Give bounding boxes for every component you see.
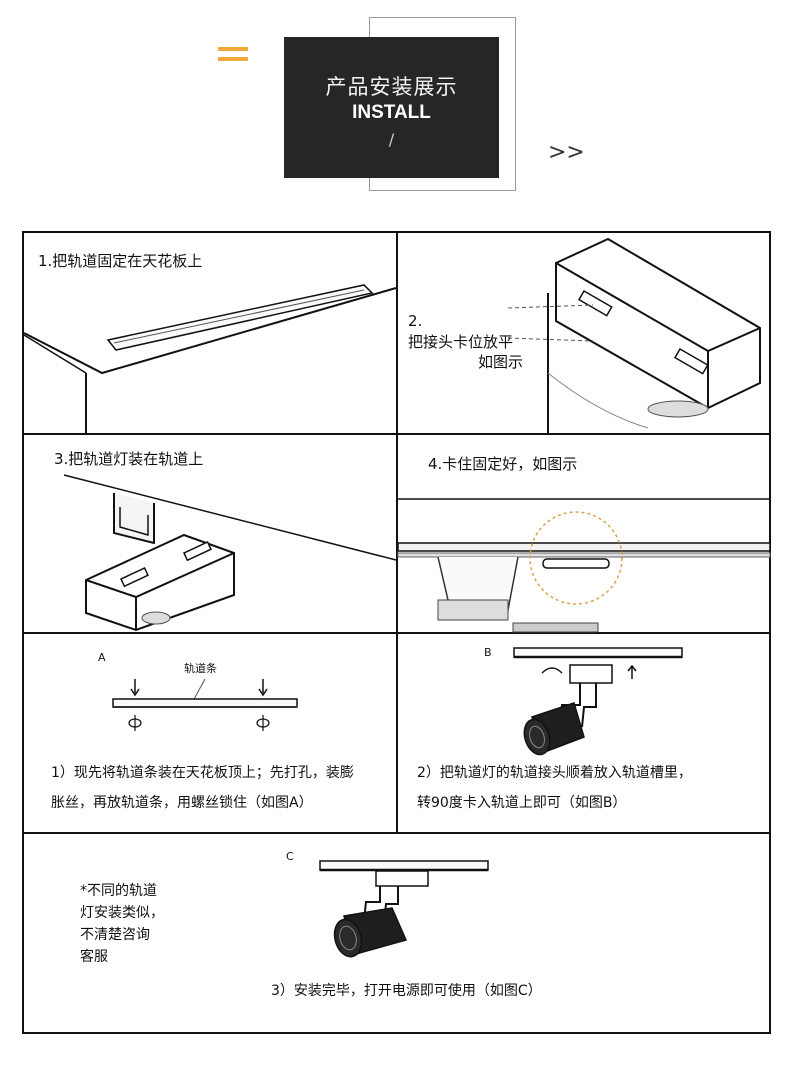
fig-b-text-line2: 转90度卡入轨道上即可（如图B） — [417, 795, 627, 811]
fig-b-text-line1: 2）把轨道灯的轨道接头顺着放入轨道槽里， — [417, 765, 692, 781]
track-strip-label: 轨道条 — [184, 662, 217, 675]
header-slash: / — [388, 130, 395, 149]
fig-c-label: C — [286, 850, 294, 863]
fig-c-note-line1: *不同的轨道 — [80, 883, 157, 899]
step2-caption-line2: 如图示 — [478, 353, 524, 371]
grid-divider-row2 — [22, 632, 771, 634]
grid-divider-row3 — [22, 832, 771, 834]
header-title-en: INSTALL — [352, 102, 431, 123]
header-title-cn: 产品安装展示 — [325, 75, 458, 99]
header-dark-box — [284, 37, 499, 178]
locked-connector-illustration — [397, 498, 771, 633]
grid-divider-vertical — [396, 231, 398, 834]
fig-c-note-line3: 不清楚咨询 — [80, 927, 150, 943]
menu-bars-icon — [218, 47, 248, 65]
fig-c-text: 3）安装完毕，打开电源即可使用（如图C） — [271, 983, 542, 999]
grid-divider-row1 — [22, 433, 771, 435]
light-onto-track-illustration — [63, 474, 397, 632]
track-mounting-diagram — [112, 678, 298, 731]
fig-b-label: B — [484, 646, 492, 659]
fig-c-note-line4: 客服 — [80, 949, 108, 965]
step3-caption: 3.把轨道灯装在轨道上 — [54, 450, 204, 468]
connector-closeup-illustration — [507, 237, 761, 433]
step2-number: 2. — [408, 312, 423, 330]
double-arrow-icon: >> — [548, 140, 585, 165]
fig-a-text-line1: 1）现先将轨道条装在天花板顶上；先打孔，装膨 — [51, 765, 354, 781]
step1-caption: 1.把轨道固定在天花板上 — [38, 252, 203, 270]
fig-a-text-line2: 胀丝，再放轨道条，用螺丝锁住（如图A） — [51, 795, 313, 811]
ceiling-track-illustration — [23, 284, 397, 433]
light-rotate-diagram — [513, 647, 683, 756]
fig-c-note-line2: 灯安装类似， — [80, 905, 164, 921]
fig-a-label: A — [98, 651, 106, 664]
step2-caption-line1: 把接头卡位放平 — [408, 333, 514, 351]
installed-light-diagram — [319, 860, 489, 958]
step4-caption: 4.卡住固定好，如图示 — [428, 455, 578, 473]
